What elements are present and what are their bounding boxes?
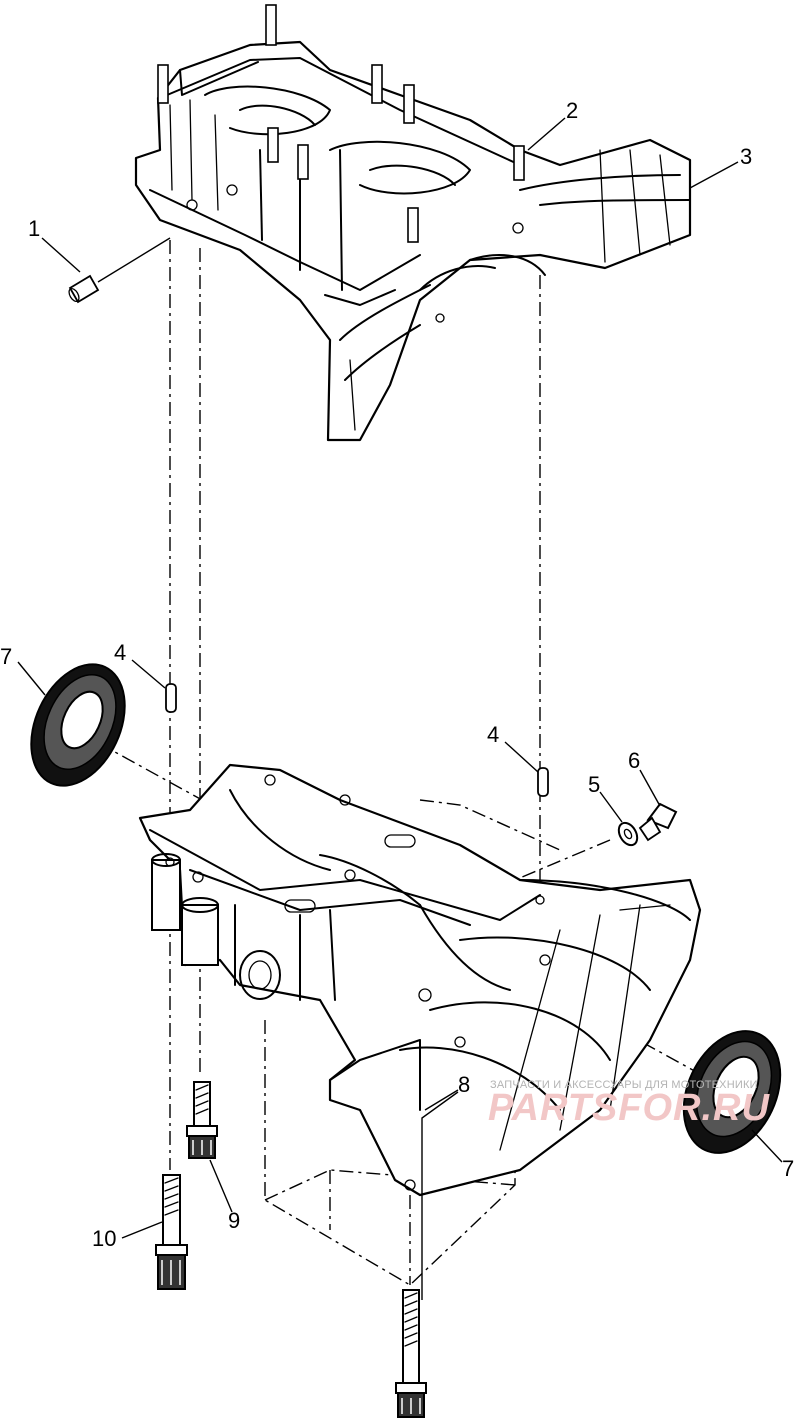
watermark-brand: PARTSFOR.RU <box>488 1087 770 1129</box>
watermark: ЗАПЧАСТИ И АКСЕССУАРЫ ДЛЯ МОТОТЕХНИКИ PA… <box>488 1079 770 1129</box>
bolt-part-10 <box>155 1174 188 1290</box>
callout-8: 8 <box>458 1072 470 1097</box>
callout-5: 5 <box>588 772 600 797</box>
callout-4-left: 4 <box>114 640 126 665</box>
upper-crankcase <box>134 4 692 442</box>
callout-2: 2 <box>566 98 578 123</box>
callout-7-right: 7 <box>782 1156 794 1181</box>
cylinder-studs <box>157 4 525 243</box>
callout-4-right: 4 <box>487 722 499 747</box>
callout-labels: 1 2 3 4 4 5 6 7 7 8 9 10 <box>0 98 794 1251</box>
lower-crankcase <box>138 763 702 1197</box>
dowel-pin-part-4-right <box>537 767 549 797</box>
dowel-pin-part-1 <box>68 274 100 304</box>
callout-1: 1 <box>28 216 40 241</box>
callout-7-left: 7 <box>0 644 12 669</box>
callout-9: 9 <box>228 1208 240 1233</box>
washer-part-5 <box>617 821 639 847</box>
bolt-part-9 <box>186 1081 218 1159</box>
leader-lines <box>17 117 783 1300</box>
plug-screw-part-6 <box>638 802 678 842</box>
bolt-part-8 <box>395 1289 427 1418</box>
callout-3: 3 <box>740 144 752 169</box>
oil-seal-part-7-right <box>682 1030 782 1154</box>
callout-6: 6 <box>628 748 640 773</box>
oil-seal-part-7-left <box>30 663 126 787</box>
watermark-tagline: ЗАПЧАСТИ И АКСЕССУАРЫ ДЛЯ МОТОТЕХНИКИ <box>490 1079 758 1091</box>
callout-10: 10 <box>92 1226 116 1251</box>
dowel-pin-part-4-left <box>165 683 177 713</box>
